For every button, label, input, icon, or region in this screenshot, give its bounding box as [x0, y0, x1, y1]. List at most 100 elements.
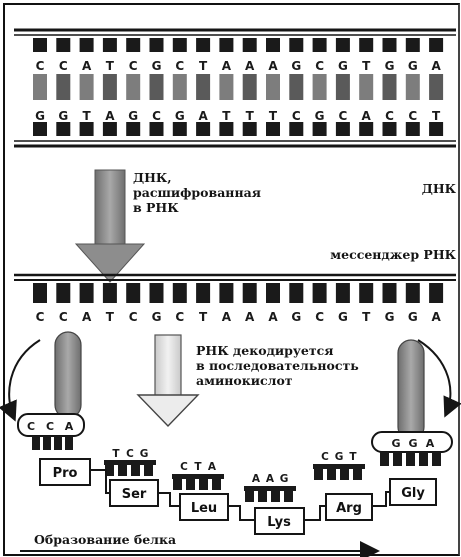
- base-letter: C: [175, 59, 184, 73]
- transcribed-label-line1: ДНК,: [133, 170, 172, 185]
- dna-middle-stripe: [336, 74, 350, 100]
- amino-acid-leu-label: Leu: [191, 501, 217, 516]
- codon-lys-base-2: A: [266, 473, 275, 485]
- codon-lys: A A G: [244, 473, 296, 502]
- mrna-base-stripe: [56, 283, 70, 303]
- dna-middle-stripe: [150, 74, 164, 100]
- left-trna-stem: [55, 332, 81, 418]
- right-anticodon-1: G: [391, 437, 400, 450]
- base-letter: A: [198, 109, 208, 123]
- dna-bottom-cap: [126, 122, 140, 136]
- dna-bottom-cap: [150, 122, 164, 136]
- mrna-base-stripe: [313, 283, 327, 303]
- dna-top-cap: [103, 38, 117, 52]
- base-letter: A: [245, 59, 255, 73]
- mrna-base-stripe: [173, 283, 187, 303]
- dna-middle-stripe: [359, 74, 373, 100]
- left-curved-arrow: [9, 340, 40, 418]
- dna-top-cap: [336, 38, 350, 52]
- dna-top-cap: [80, 38, 94, 52]
- base-letter: T: [432, 109, 441, 123]
- dna-middle-stripe: [173, 74, 187, 100]
- amino-acid-pro-label: Pro: [53, 466, 78, 481]
- codon-leu-base-3: A: [208, 461, 217, 473]
- right-anticodon-2: G: [408, 437, 417, 450]
- amino-acid-ser: Ser: [110, 480, 158, 506]
- dna-bottom-strand-letters: GGTAGCGATTTCGCACCT: [35, 109, 441, 123]
- dna-label: ДНК: [422, 181, 457, 196]
- base-letter: T: [362, 310, 371, 324]
- dna-top-cap: [56, 38, 70, 52]
- dna-top-cap: [266, 38, 280, 52]
- codon-leu: C T A: [172, 461, 224, 490]
- base-letter: A: [431, 310, 441, 324]
- mrna-base-stripe: [219, 283, 233, 303]
- base-letter: C: [36, 310, 45, 324]
- base-letter: G: [408, 59, 418, 73]
- dna-bottom-cap: [429, 122, 443, 136]
- base-letter: C: [338, 109, 347, 123]
- base-letter: A: [222, 59, 232, 73]
- transcribed-label-line3: в РНК: [133, 200, 179, 215]
- base-letter: A: [222, 310, 232, 324]
- mrna-base-stripe: [383, 283, 397, 303]
- base-letter: A: [268, 310, 278, 324]
- dna-top-cap: [150, 38, 164, 52]
- amino-acid-gly-label: Gly: [401, 486, 425, 501]
- base-letter: G: [128, 109, 138, 123]
- base-letter: C: [315, 59, 324, 73]
- decoded-label: РНК декодируется в последовательность ам…: [196, 343, 359, 388]
- mrna-base-stripe: [359, 283, 373, 303]
- dna-middle-stripe: [383, 74, 397, 100]
- right-trna-stem: [398, 340, 424, 440]
- dna-bottom-cap: [56, 122, 70, 136]
- base-letter: G: [152, 59, 162, 73]
- base-letter: C: [59, 59, 68, 73]
- decoding-arrow: [138, 335, 198, 426]
- base-letter: G: [35, 109, 45, 123]
- amino-acid-lys-label: Lys: [267, 515, 291, 530]
- left-anticodon-1: C: [27, 420, 35, 433]
- mrna-base-stripe: [406, 283, 420, 303]
- codon-arg-base-1: C: [321, 451, 329, 463]
- dna-top-cap: [429, 38, 443, 52]
- amino-acid-leu: Leu: [180, 494, 228, 520]
- dna-bottom-cap: [243, 122, 257, 136]
- dna-bottom-cap: [359, 122, 373, 136]
- dna-top-cap: [173, 38, 187, 52]
- dna-bottom-cap: [406, 122, 420, 136]
- dna-top-cap: [313, 38, 327, 52]
- mrna-base-stripe: [33, 283, 47, 303]
- base-letter: G: [152, 310, 162, 324]
- base-letter: G: [291, 310, 301, 324]
- amino-acid-arg-label: Arg: [336, 501, 362, 516]
- base-letter: A: [431, 59, 441, 73]
- base-letter: T: [106, 310, 115, 324]
- dna-bottom-cap: [80, 122, 94, 136]
- dna-bottom-cap: [103, 122, 117, 136]
- base-letter: A: [362, 109, 372, 123]
- base-letter: T: [246, 109, 255, 123]
- codon-ser-base-3: G: [140, 448, 149, 460]
- dna-bottom-cap: [336, 122, 350, 136]
- dna-middle-stripe: [266, 74, 280, 100]
- mrna-base-stripe: [289, 283, 303, 303]
- mrna-base-stripe: [126, 283, 140, 303]
- dna-bottom-cap: [196, 122, 210, 136]
- base-letter: G: [291, 59, 301, 73]
- dna-middle-stripe: [289, 74, 303, 100]
- left-anticodon-3: A: [65, 420, 74, 433]
- dna-top-cap: [289, 38, 303, 52]
- codon-leu-base-2: T: [194, 461, 202, 473]
- dna-top-cap: [33, 38, 47, 52]
- dna-top-strand-letters: CCATCGCTAAAGCGTGGA: [36, 59, 442, 73]
- base-letter: A: [82, 59, 92, 73]
- dna-top-cap: [126, 38, 140, 52]
- mrna-base-stripe: [196, 283, 210, 303]
- dna-base-pair-stripes: [33, 38, 443, 136]
- dna-bottom-cap: [266, 122, 280, 136]
- base-letter: G: [58, 109, 68, 123]
- base-letter: A: [245, 310, 255, 324]
